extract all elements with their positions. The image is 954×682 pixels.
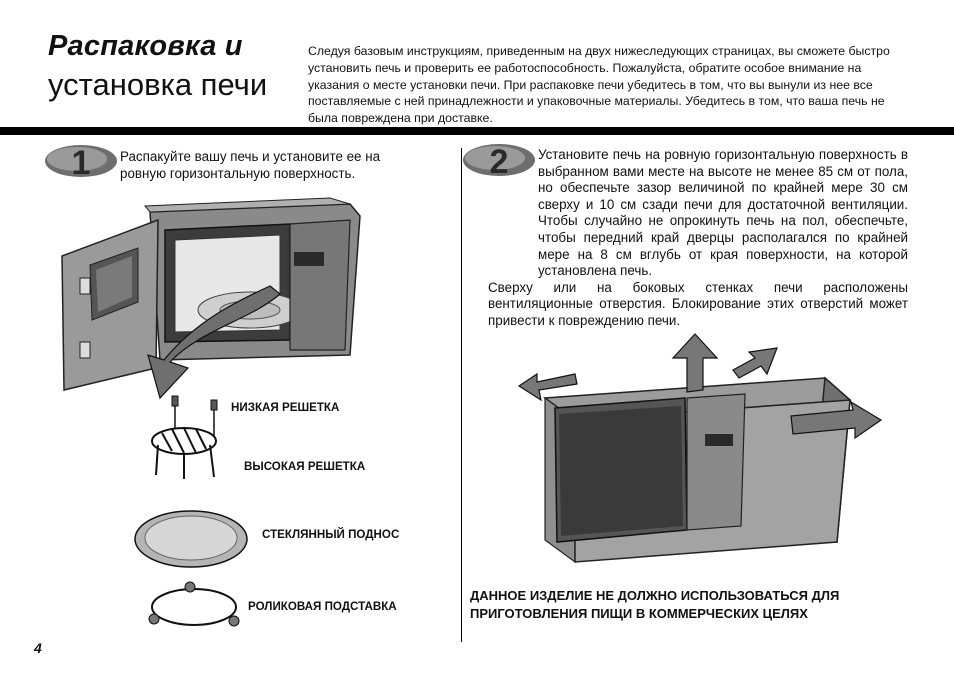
step-1-badge: 1	[45, 144, 117, 178]
step-2-number: 2	[490, 143, 509, 177]
low-rack-label: НИЗКАЯ РЕШЕТКА	[231, 401, 340, 414]
high-rack-label: ВЫСОКАЯ РЕШЕТКА	[244, 460, 366, 473]
step-2-badge: 2	[463, 143, 535, 177]
roller-ring-label: РОЛИКОВАЯ ПОДСТАВКА	[248, 600, 397, 613]
header-rule	[0, 127, 954, 135]
glass-tray-label: СТЕКЛЯННЫЙ ПОДНОС	[262, 528, 400, 541]
step-1-number: 1	[72, 144, 91, 178]
commercial-use-warning: ДАННОЕ ИЗДЕЛИЕ НЕ ДОЛЖНО ИСПОЛЬЗОВАТЬСЯ …	[470, 588, 840, 621]
page-title-line2: установка печи	[48, 67, 268, 102]
step-2-text: Установите печь на ровную горизонтальную…	[488, 147, 908, 330]
open-microwave-illustration	[61, 197, 361, 400]
step-1-text: Распакуйте вашу печь и установите ее на …	[120, 149, 381, 181]
intro-paragraph: Следуя базовым инструкциям, приведенным …	[308, 44, 890, 126]
page-title-line1: Распаковка и	[48, 30, 243, 62]
step-2-paragraph-2: Сверху или на боковых стенках печи распо…	[488, 279, 908, 328]
roller-ring-illustration	[148, 581, 240, 627]
step-2-paragraph-1: Установите печь на ровную горизонтальную…	[538, 147, 908, 279]
low-rack-illustration	[151, 395, 218, 479]
glass-tray-illustration	[134, 510, 248, 568]
page-number: 4	[34, 640, 42, 656]
closed-microwave-illustration	[517, 333, 883, 564]
column-divider	[461, 148, 462, 642]
